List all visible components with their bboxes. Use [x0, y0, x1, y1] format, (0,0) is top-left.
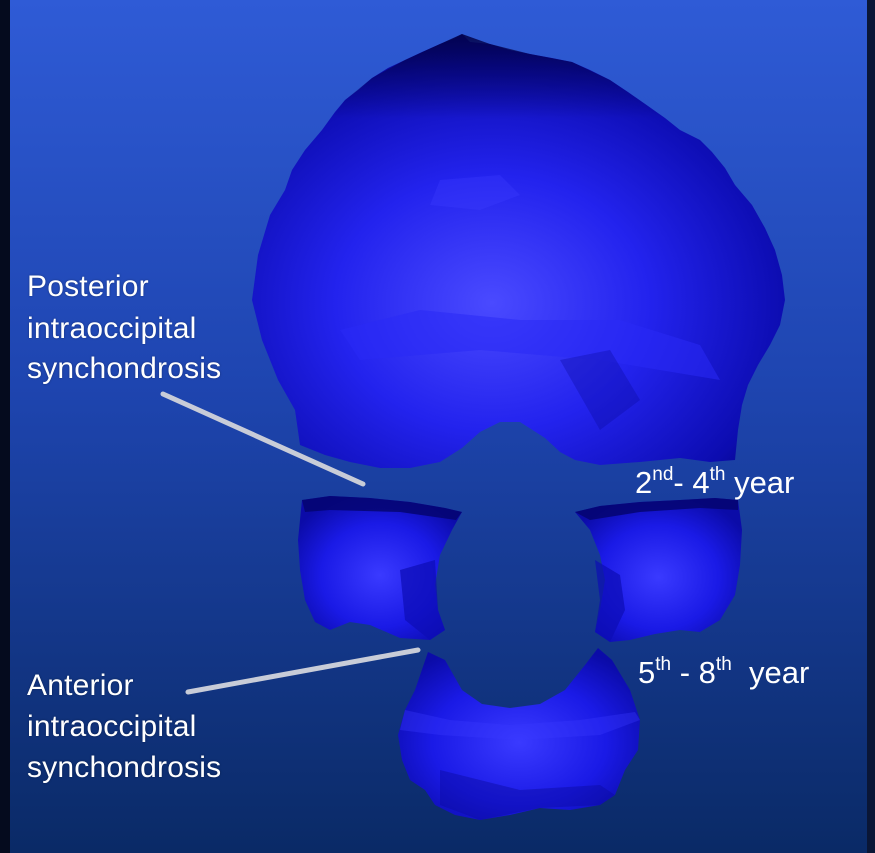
posterior-age-start-suffix: nd	[652, 464, 673, 485]
anterior-age-start-suffix: th	[655, 654, 671, 675]
anterior-age-end: 8	[699, 655, 716, 690]
posterior-label-line3: synchondrosis	[27, 354, 221, 384]
posterior-closure-age: 2nd- 4th year	[635, 466, 794, 500]
anterior-label-line3: synchondrosis	[27, 753, 221, 783]
posterior-age-unit: year	[734, 465, 794, 500]
posterior-age-separator: -	[673, 465, 692, 500]
posterior-age-end-suffix: th	[710, 464, 726, 485]
anterior-age-unit: year	[749, 655, 809, 690]
anterior-label-line1: Anterior	[27, 671, 221, 701]
anterior-age-start: 5	[638, 655, 655, 690]
anterior-age-separator: -	[671, 655, 699, 690]
anterior-age-end-suffix: th	[716, 654, 732, 675]
anterior-closure-age: 5th - 8th year	[638, 656, 809, 690]
posterior-age-start: 2	[635, 465, 652, 500]
right-lateral-part	[575, 498, 742, 642]
posterior-label-line2: intraoccipital	[27, 314, 221, 344]
posterior-age-end: 4	[692, 465, 709, 500]
right-dark-border	[867, 0, 875, 853]
anterior-label-line2: intraoccipital	[27, 712, 221, 742]
left-lateral-part	[298, 496, 462, 640]
anterior-synchondrosis-label: Anterior intraoccipital synchondrosis	[27, 671, 221, 783]
posterior-synchondrosis-label: Posterior intraoccipital synchondrosis	[27, 272, 221, 384]
left-dark-border	[0, 0, 10, 853]
posterior-label-line1: Posterior	[27, 272, 221, 302]
